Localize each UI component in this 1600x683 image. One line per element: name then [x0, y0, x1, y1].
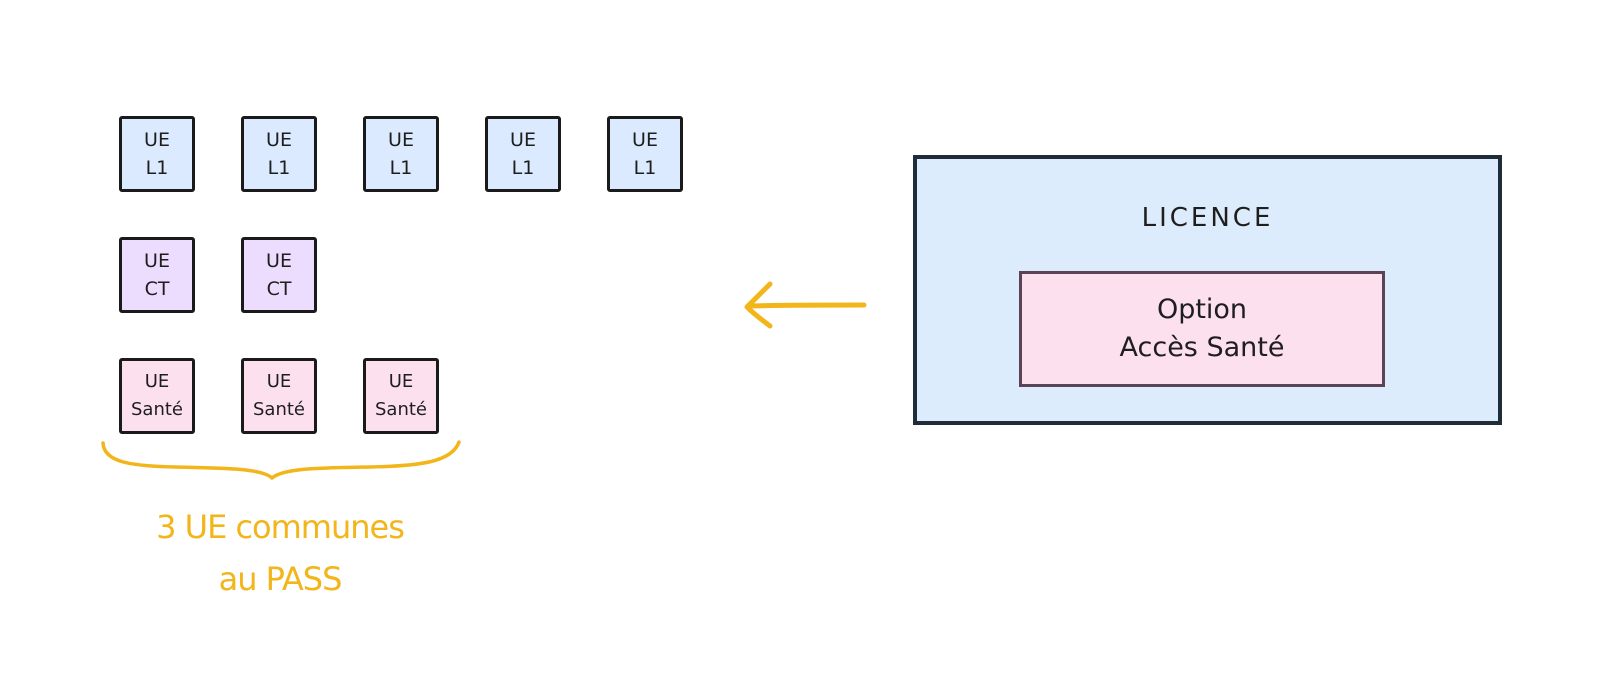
ue-label: UE: [632, 129, 658, 151]
ue-sublabel: Santé: [375, 399, 427, 420]
ue-sante-box: UE Santé: [363, 358, 439, 434]
arrow-left-icon: [744, 281, 867, 329]
ue-l1-box: UE L1: [607, 116, 683, 192]
ue-l1-box: UE L1: [363, 116, 439, 192]
ue-sublabel: Santé: [253, 399, 305, 420]
ue-sublabel: Santé: [131, 399, 183, 420]
ue-sublabel: CT: [144, 278, 170, 300]
ue-l1-box: UE L1: [119, 116, 195, 192]
option-sublabel: Accès Santé: [1119, 332, 1285, 363]
ue-label: UE: [144, 129, 170, 151]
ue-sublabel: L1: [145, 157, 169, 179]
ue-sante-box: UE Santé: [119, 358, 195, 434]
ue-sublabel: L1: [633, 157, 657, 179]
licence-title: LICENCE: [1141, 203, 1274, 233]
ue-ct-box: UE CT: [119, 237, 195, 313]
ue-label: UE: [388, 371, 414, 392]
ue-label: UE: [144, 250, 170, 272]
ue-sublabel: CT: [266, 278, 292, 300]
ue-sublabel: L1: [511, 157, 535, 179]
ue-label: UE: [266, 371, 292, 392]
licence-box: LICENCE Option Accès Santé: [913, 155, 1502, 425]
ue-label: UE: [144, 371, 170, 392]
ue-label: UE: [266, 129, 292, 151]
ue-label: UE: [510, 129, 536, 151]
annotation-line-1: 3 UE communes: [156, 508, 405, 546]
ue-sante-box: UE Santé: [241, 358, 317, 434]
option-acces-sante-box: Option Accès Santé: [1019, 271, 1385, 387]
annotation-line-2: au PASS: [218, 560, 343, 598]
ue-l1-box: UE L1: [241, 116, 317, 192]
ue-label: UE: [388, 129, 414, 151]
ue-ct-box: UE CT: [241, 237, 317, 313]
option-label: Option: [1156, 294, 1248, 325]
ue-sublabel: L1: [267, 157, 291, 179]
curly-brace: [101, 440, 461, 480]
ue-l1-box: UE L1: [485, 116, 561, 192]
ue-label: UE: [266, 250, 292, 272]
ue-sublabel: L1: [389, 157, 413, 179]
